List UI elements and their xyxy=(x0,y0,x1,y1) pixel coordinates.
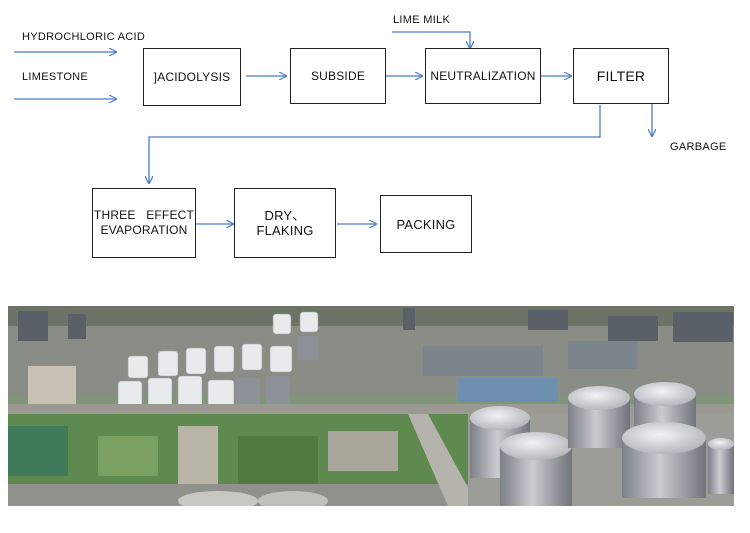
large-tank-group xyxy=(470,382,734,506)
input-label-lime-milk: LIME MILK xyxy=(393,14,451,26)
flow-arrows xyxy=(14,31,750,300)
step-packing: PACKING xyxy=(380,195,472,253)
process-flow-diagram: HYDROCHLORIC ACID LIMESTONE LIME MILK GA… xyxy=(14,14,750,300)
step-three-effect-evaporation-label: THREE EFFECT EVAPORATION xyxy=(94,208,194,238)
step-neutralization-label: NEUTRALIZATION xyxy=(430,68,536,83)
plant-aerial-photo xyxy=(8,306,734,506)
step-acidolysis: ]ACIDOLYSIS xyxy=(143,48,241,106)
step-three-effect-line1: THREE EFFECT xyxy=(93,208,195,222)
step-dry-flaking-label: DRY、 FLAKING xyxy=(256,208,313,238)
arrow-lime-milk-in xyxy=(392,31,470,48)
step-three-effect-evaporation: THREE EFFECT EVAPORATION xyxy=(92,188,196,258)
step-packing-label: PACKING xyxy=(396,216,456,232)
step-dry-flaking: DRY、 FLAKING xyxy=(234,188,336,258)
step-subside-label: SUBSIDE xyxy=(310,68,366,83)
step-dry-line2: FLAKING xyxy=(256,223,314,238)
step-neutralization: NEUTRALIZATION xyxy=(425,48,541,104)
input-label-limestone: LIMESTONE xyxy=(22,71,89,83)
step-filter: FILTER xyxy=(573,48,669,104)
step-filter-label: FILTER xyxy=(596,67,646,84)
step-acidolysis-label: ]ACIDOLYSIS xyxy=(153,69,231,84)
input-label-hydrochloric-acid: HYDROCHLORIC ACID xyxy=(22,31,146,43)
plant-aerial-illustration xyxy=(8,306,734,506)
step-dry-line1: DRY、 xyxy=(264,208,306,223)
output-label-garbage: GARBAGE xyxy=(670,141,727,153)
step-subside: SUBSIDE xyxy=(290,48,386,104)
arrow-filter-evaporation xyxy=(149,105,601,183)
step-three-effect-line2: EVAPORATION xyxy=(100,223,188,237)
